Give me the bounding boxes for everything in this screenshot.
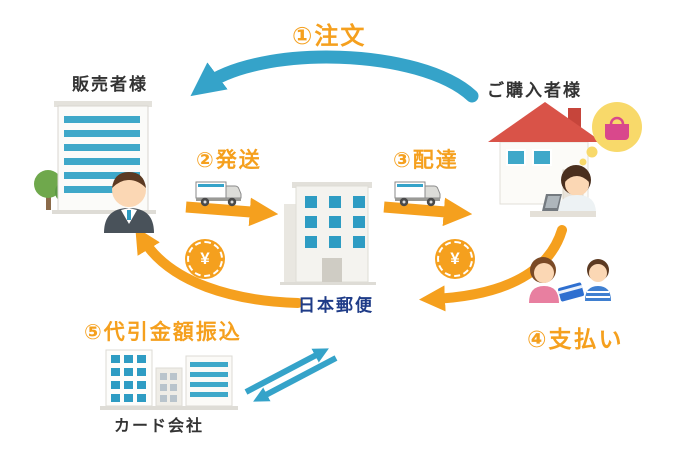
card-company-label: カード会社: [114, 418, 205, 435]
post-building-icon: [280, 182, 376, 285]
yen-badge: ¥: [187, 241, 223, 277]
delivery-truck-icon: [195, 181, 242, 207]
deliver-arrow: [383, 197, 473, 227]
yen-icon: ¥: [200, 249, 210, 268]
step-transfer-label: ⑤代引金額振込: [84, 321, 242, 344]
transfer-arrow: [135, 226, 303, 308]
step-deliver-label: ③配達: [393, 149, 459, 172]
payment-people-icon: [529, 257, 611, 303]
step-order-label: ①注文: [292, 23, 367, 50]
yen-icon: ¥: [450, 249, 460, 268]
payment-arrow: [419, 225, 567, 312]
delivery-truck-icon: [394, 181, 441, 207]
seller-label: 販売者様: [72, 75, 148, 94]
buyer-label: ご購入者様: [487, 81, 582, 100]
step-pay-label: ④支払い: [527, 326, 624, 352]
thought-bubble-icon: [579, 102, 642, 166]
buyer-person-icon: [530, 165, 596, 217]
seller-person-icon: [104, 172, 154, 233]
seller-building-icon: [52, 101, 156, 214]
step-ship-label: ②発送: [196, 149, 262, 172]
order-arrow: [190, 50, 479, 103]
ship-arrow: [185, 197, 279, 227]
yen-badge: ¥: [437, 241, 473, 277]
exchange-arrows: [244, 348, 338, 402]
post-label: 日本郵便: [298, 296, 374, 315]
card-buildings-icon: [100, 349, 238, 410]
handbag-icon: [605, 116, 629, 140]
